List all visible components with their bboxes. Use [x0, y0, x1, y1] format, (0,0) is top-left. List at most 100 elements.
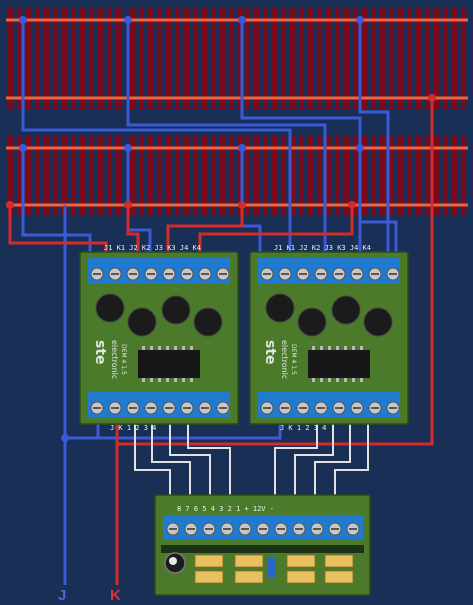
output-board-lower: 8 7 6 5 4 3 2 1 + 12V -	[154, 494, 371, 596]
sleeper	[80, 8, 85, 110]
sleeper	[254, 8, 259, 110]
sleeper	[326, 8, 331, 110]
sleeper	[139, 8, 144, 110]
sleeper	[220, 136, 225, 216]
sleeper	[407, 136, 412, 216]
track-rails	[6, 18, 468, 207]
terminal-screws-bottom	[90, 401, 230, 415]
relay	[234, 554, 264, 568]
sleeper	[148, 8, 153, 110]
sleeper	[371, 8, 376, 110]
sleeper	[335, 136, 340, 216]
sleeper	[344, 8, 349, 110]
red-wire-a	[8, 205, 108, 255]
relay	[194, 570, 224, 584]
white-wire-1	[134, 420, 171, 500]
top-pin-labels: J1 K1 J2 K2 J3 K3 J4 K4	[104, 244, 201, 252]
sleeper	[434, 8, 439, 110]
capacitor	[363, 307, 393, 337]
sleeper	[229, 8, 234, 110]
sleeper	[461, 136, 466, 216]
relays	[194, 554, 354, 584]
sleeper	[71, 8, 76, 110]
lower-pin-labels: 8 7 6 5 4 3 2 1 + 12V -	[177, 505, 274, 513]
junction-dot	[61, 434, 69, 442]
brand-block: ste electronic DEM 4 1.5	[262, 340, 297, 379]
sleeper	[317, 136, 322, 216]
sleeper	[148, 136, 153, 216]
white-wire-4	[187, 420, 231, 500]
sleeper	[335, 8, 340, 110]
sleeper	[53, 8, 58, 110]
sleeper	[184, 136, 189, 216]
sleeper	[281, 136, 286, 216]
relay-capacitors	[265, 293, 393, 337]
red-wire-c	[166, 205, 244, 255]
blue-wire-track2-a	[21, 148, 92, 255]
junction-dot	[238, 144, 246, 152]
sleeper	[44, 136, 49, 216]
sleeper	[263, 136, 268, 216]
sleeper	[389, 8, 394, 110]
sleeper	[71, 136, 76, 216]
capacitor-highlight	[169, 557, 177, 565]
sleeper	[425, 136, 430, 216]
white-output-wires	[134, 420, 369, 500]
brand-subtext: electronic	[280, 340, 289, 379]
sleeper	[452, 136, 457, 216]
sleeper	[272, 8, 277, 110]
sleeper	[89, 8, 94, 110]
sleeper	[371, 136, 376, 216]
sleeper	[245, 136, 250, 216]
capacitor	[331, 295, 361, 325]
sleeper	[17, 8, 22, 110]
junction-dot	[19, 144, 27, 152]
sleeper	[26, 8, 31, 110]
decoder-board-left: J1 K1 J2 K2 J3 K3 J4 K4 ste electronic D…	[79, 244, 239, 432]
ic-chip	[138, 350, 200, 378]
sleeper	[443, 8, 448, 110]
sleeper	[175, 136, 180, 216]
bottom-pin-labels: J K 1 2 3 4	[110, 424, 156, 432]
white-wire-7	[314, 420, 351, 500]
brand-subtext: electronic	[110, 340, 119, 379]
sleeper	[62, 8, 67, 110]
terminal-screws-top	[90, 267, 230, 281]
junction-dot	[6, 201, 14, 209]
capacitor	[127, 307, 157, 337]
sleeper	[107, 8, 112, 110]
blue-wire-track2-c	[240, 148, 262, 255]
sleeper	[434, 136, 439, 216]
top-pin-labels: J1 K1 J2 K2 J3 K3 J4 K4	[274, 244, 371, 252]
junction-dot	[428, 94, 436, 102]
pcb	[249, 251, 409, 425]
sleeper	[202, 8, 207, 110]
sleeper	[425, 8, 430, 110]
sleeper	[398, 8, 403, 110]
sleeper	[35, 136, 40, 216]
pcb	[79, 251, 239, 425]
blue-wire-track1-b	[126, 20, 327, 255]
sleeper	[326, 136, 331, 216]
sleeper	[380, 136, 385, 216]
sleeper	[89, 136, 94, 216]
blue-wire-track1-a	[21, 20, 292, 255]
sleeper	[308, 136, 313, 216]
junction-dot	[124, 16, 132, 24]
sleeper	[299, 136, 304, 216]
relay	[194, 554, 224, 568]
brand-logo: ste	[92, 340, 108, 365]
sleeper	[211, 136, 216, 216]
sleeper	[166, 8, 171, 110]
sleeper	[245, 8, 250, 110]
track-sleepers	[8, 8, 466, 216]
sleeper	[193, 8, 198, 110]
sleeper	[44, 8, 49, 110]
sleeper	[443, 136, 448, 216]
sleeper	[362, 136, 367, 216]
sleeper	[130, 136, 135, 216]
terminal-screws-bottom	[260, 401, 400, 415]
sleeper	[8, 8, 13, 110]
blue-wire-track2-b	[126, 148, 152, 255]
